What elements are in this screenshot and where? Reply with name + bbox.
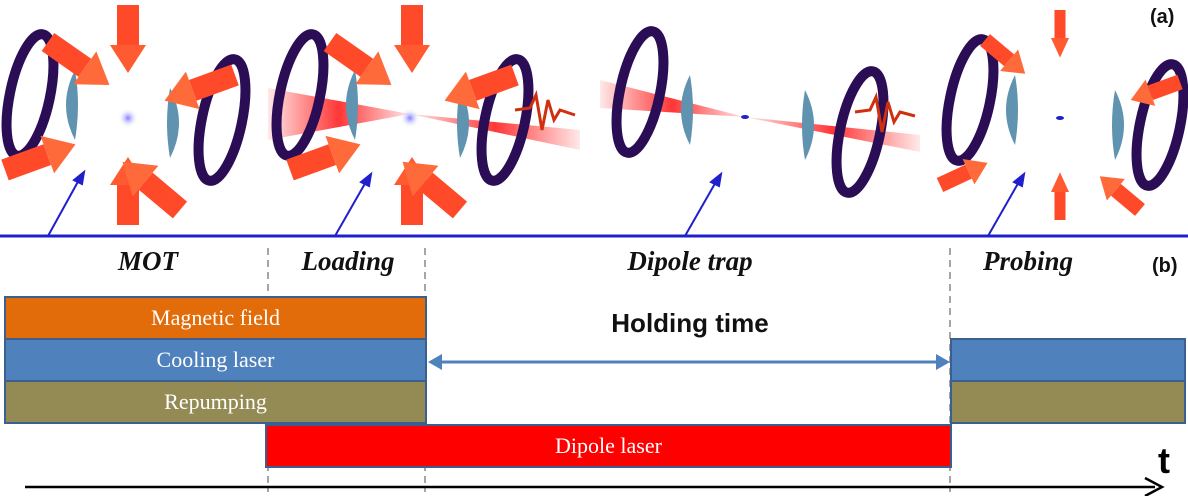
magnetic-field-bar: Magnetic field (4, 296, 427, 340)
pointer-arrows (47, 169, 1026, 237)
lens-icon (802, 90, 814, 160)
panel-label-a: (a) (1150, 6, 1175, 28)
photon-icon (854, 91, 916, 133)
dipole-laser-bar: Dipole laser (265, 424, 952, 468)
probing-scene (934, 10, 1188, 221)
panel-label-b: (b) (1152, 255, 1178, 277)
magnetic-field-label: Magnetic field (151, 305, 280, 330)
lens-icon (1006, 75, 1018, 145)
phase-label-loading: Loading (301, 246, 395, 276)
laser-arrow-icon (437, 56, 522, 120)
laser-arrow-icon (110, 5, 146, 73)
laser-arrow-icon (318, 25, 403, 102)
time-axis (25, 476, 1165, 496)
laser-arrow-icon (394, 5, 430, 73)
holding-time-label: Holding time (611, 308, 769, 338)
dipole-laser-label: Dipole laser (555, 433, 662, 458)
photon-icon (514, 89, 576, 131)
lens-icon (681, 75, 693, 145)
loading-scene (268, 5, 580, 226)
holding-time-arrow (428, 354, 950, 370)
cooling-laser-bar: Cooling laser (4, 338, 427, 382)
mot-scene (0, 5, 254, 226)
lens-icon (1112, 90, 1124, 160)
probe-cooling-laser-bar (950, 338, 1186, 382)
atom-cloud (118, 108, 138, 128)
phase-label-probing: Probing (982, 246, 1074, 276)
cooling-laser-label: Cooling laser (156, 347, 275, 372)
phase-label-mot: MOT (118, 246, 178, 276)
dipole-trap-scene (600, 27, 920, 197)
lens-icon (346, 70, 358, 140)
repumping-label: Repumping (164, 389, 267, 414)
laser-arrow-icon (1051, 10, 1069, 58)
repumping-bar: Repumping (4, 380, 427, 424)
probe-repumping-bar (950, 380, 1186, 424)
phase-label-dipole-trap: Dipole trap (627, 246, 753, 276)
laser-arrow-icon (1051, 172, 1069, 220)
time-axis-label: t (1158, 440, 1170, 481)
